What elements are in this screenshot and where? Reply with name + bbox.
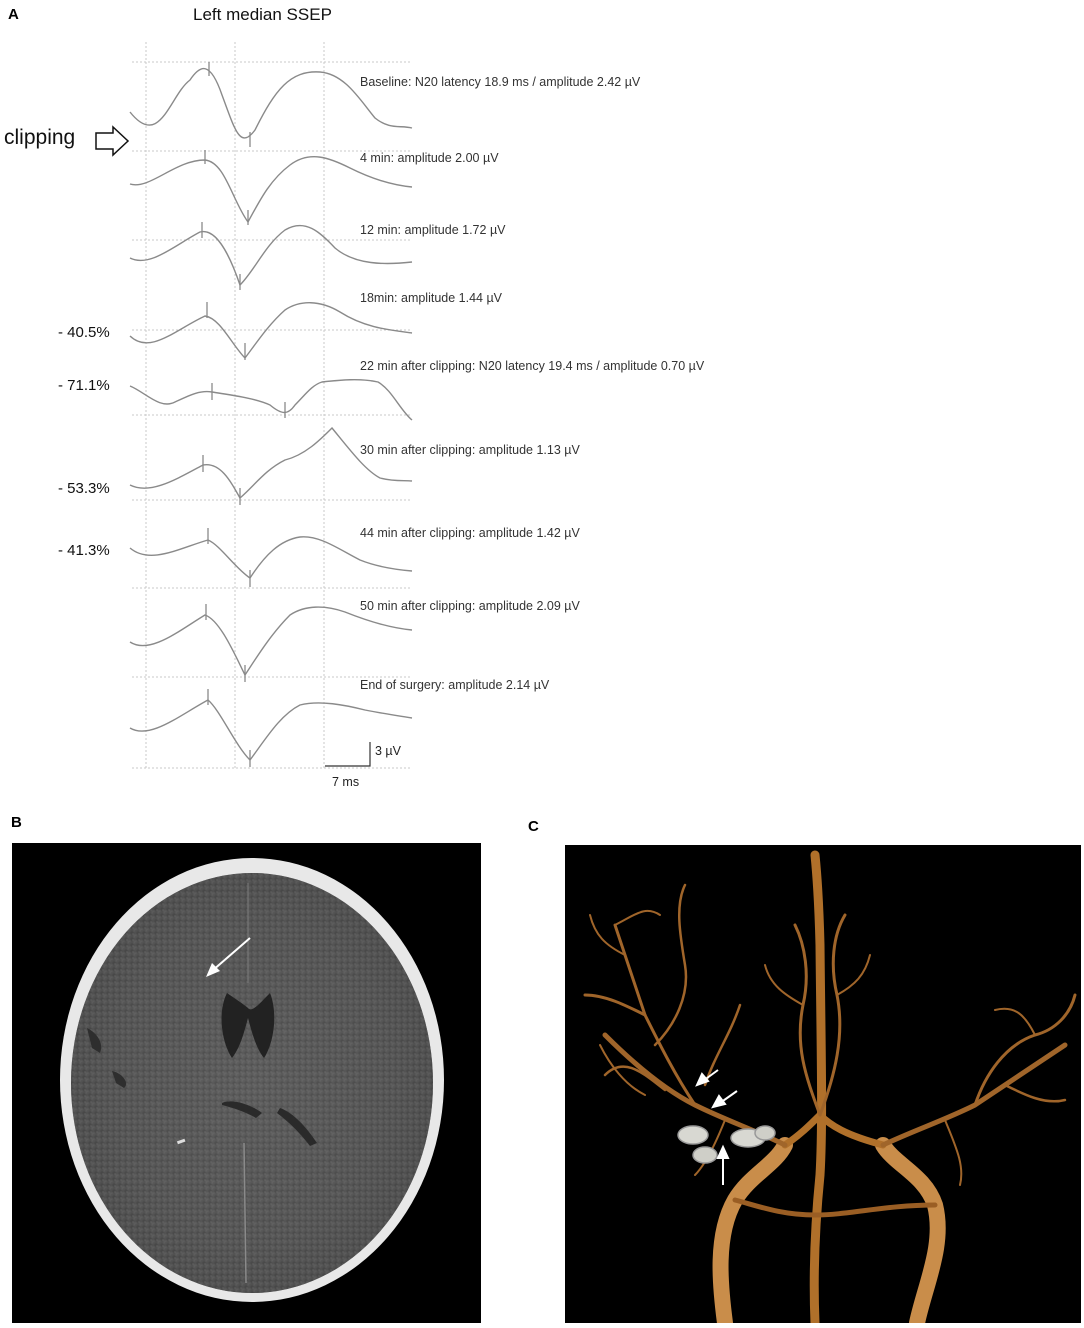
aneurysm-clips (677, 1125, 776, 1164)
trace-label-end: End of surgery: amplitude 2.14 µV (360, 678, 550, 692)
trace-label-30min: 30 min after clipping: amplitude 1.13 µV (360, 443, 580, 457)
grid-lines (132, 42, 412, 769)
trace-label-4min: 4 min: amplitude 2.00 µV (360, 151, 499, 165)
percent-label-30min: - 53.3% (58, 480, 110, 497)
trace-18min (129, 302, 413, 360)
panel-c-letter: C (528, 818, 539, 835)
scale-voltage-label: 3 µV (375, 744, 402, 758)
trace-30min (129, 426, 413, 500)
trace-label-22min: 22 min after clipping: N20 latency 19.4 … (360, 359, 705, 373)
percent-label-44min: - 41.3% (58, 542, 110, 559)
clipping-arrow-icon (95, 125, 130, 157)
white-arrow-icon-c2 (711, 1094, 727, 1109)
percent-label-18min: - 40.5% (58, 324, 110, 341)
trace-50min (129, 606, 413, 677)
figure-title: Left median SSEP (193, 5, 332, 24)
basilar-trunk (712, 1137, 793, 1323)
trace-label-18min: 18min: amplitude 1.44 µV (360, 291, 503, 305)
white-arrow-icon-c3 (716, 1144, 730, 1159)
trace-4min (129, 156, 413, 224)
trace-label-50min: 50 min after clipping: amplitude 2.09 µV (360, 599, 580, 613)
trace-label-baseline: Baseline: N20 latency 18.9 ms / amplitud… (360, 75, 641, 89)
trace-end-of-surgery (129, 699, 413, 762)
trace-12min (129, 224, 413, 287)
panel-a-letter: A (8, 6, 19, 23)
scale-bar (325, 742, 371, 767)
trace-label-44min: 44 min after clipping: amplitude 1.42 µV (360, 526, 580, 540)
lateral-ventricles (221, 993, 275, 1058)
ssep-figure: Left median SSEP clipping (4, 5, 705, 789)
white-arrow-icon-c1 (695, 1072, 710, 1087)
clipping-label: clipping (4, 126, 75, 149)
white-arrow-icon-b (206, 963, 220, 977)
percent-label-22min: - 71.1% (58, 377, 110, 394)
angiography-image (565, 845, 1081, 1323)
trace-22min (129, 379, 413, 421)
scale-time-label: 7 ms (332, 775, 359, 789)
trace-label-12min: 12 min: amplitude 1.72 µV (360, 223, 506, 237)
trace-44min (129, 536, 413, 579)
trace-baseline (129, 67, 413, 139)
ct-scan-image (12, 843, 481, 1323)
panel-b-letter: B (11, 814, 22, 831)
